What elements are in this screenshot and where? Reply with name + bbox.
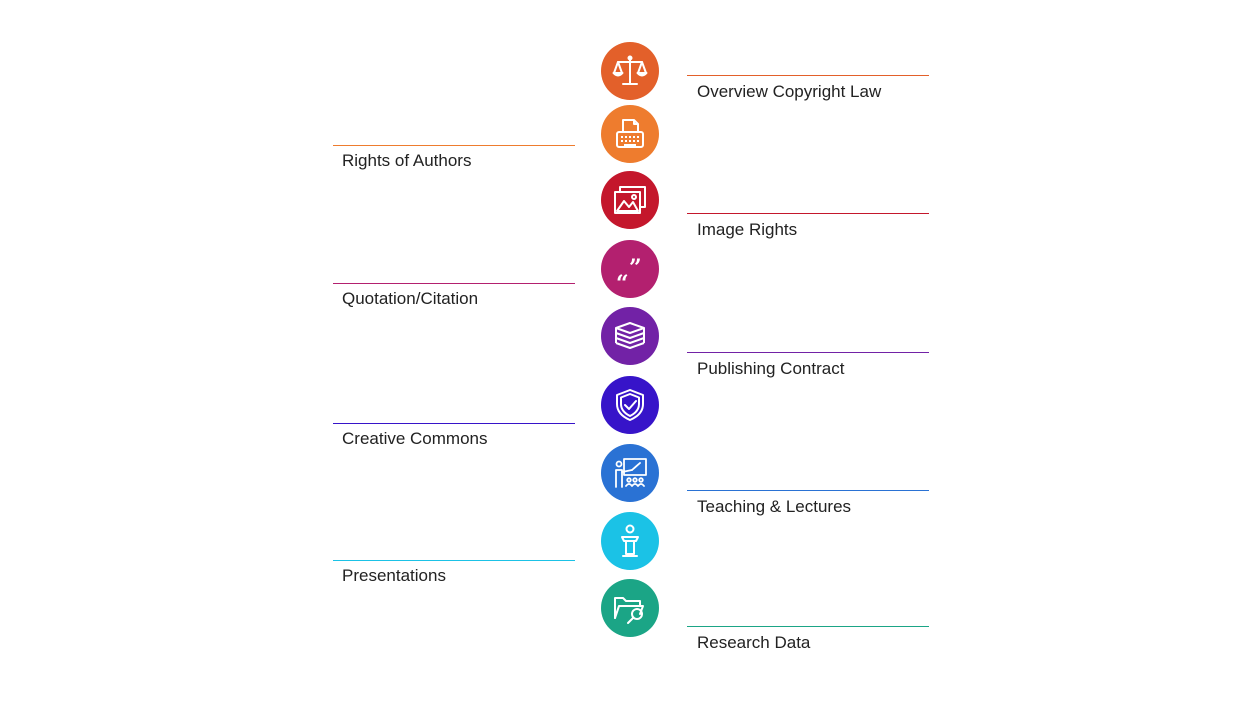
topic-1-label: Rights of Authors: [342, 151, 472, 170]
topic-3-label: Quotation/Citation: [342, 289, 479, 308]
topic-3-entry[interactable]: Quotation/Citation: [333, 283, 575, 309]
topic-6-label: Teaching & Lectures: [697, 497, 852, 516]
topic-3-rule: [333, 283, 575, 284]
topic-4-rule: [687, 352, 929, 353]
topic-2-entry[interactable]: Image Rights: [687, 213, 929, 240]
image-icon: [614, 186, 646, 214]
topic-2-circle[interactable]: [601, 171, 659, 229]
topic-5-rule: [333, 423, 575, 424]
folder-search-icon: [614, 597, 644, 624]
svg-text:“: “: [616, 271, 629, 289]
topic-2-label: Image Rights: [697, 220, 798, 239]
topic-1-entry[interactable]: Rights of Authors: [333, 145, 575, 171]
topic-5-circle[interactable]: [601, 376, 659, 434]
topic-1-rule: [333, 145, 575, 146]
topic-8-circle[interactable]: [601, 579, 659, 637]
typewriter-icon: [616, 119, 644, 148]
topic-0-rule: [687, 75, 929, 76]
topic-0-circle[interactable]: [601, 42, 659, 100]
topic-1-circle[interactable]: [601, 105, 659, 163]
topic-7-rule: [333, 560, 575, 561]
svg-text:”: ”: [629, 255, 642, 281]
topic-4-circle[interactable]: [601, 307, 659, 365]
topic-8-label: Research Data: [697, 633, 811, 652]
topic-6-circle[interactable]: [601, 444, 659, 502]
topic-7-label: Presentations: [342, 566, 446, 585]
topic-2-rule: [687, 213, 929, 214]
podium-icon: [621, 524, 639, 557]
topic-0-entry[interactable]: Overview Copyright Law: [687, 75, 929, 102]
topic-3-circle[interactable]: ” “: [601, 240, 659, 298]
topic-7-circle[interactable]: [601, 512, 659, 570]
books-icon: [615, 322, 645, 349]
topic-6-entry[interactable]: Teaching & Lectures: [687, 490, 929, 517]
topic-4-entry[interactable]: Publishing Contract: [687, 352, 929, 379]
topic-0-label: Overview Copyright Law: [697, 82, 882, 101]
topic-6-rule: [687, 490, 929, 491]
topic-4-label: Publishing Contract: [697, 359, 845, 378]
topic-8-entry[interactable]: Research Data: [687, 626, 929, 653]
quote-icon: ” “: [616, 255, 642, 289]
lecture-icon: [615, 458, 647, 488]
scales-icon: [612, 55, 648, 85]
topic-8-rule: [687, 626, 929, 627]
topic-7-entry[interactable]: Presentations: [333, 560, 575, 586]
topic-5-label: Creative Commons: [342, 429, 488, 448]
topic-5-entry[interactable]: Creative Commons: [333, 423, 575, 449]
shield-check-icon: [616, 389, 644, 421]
